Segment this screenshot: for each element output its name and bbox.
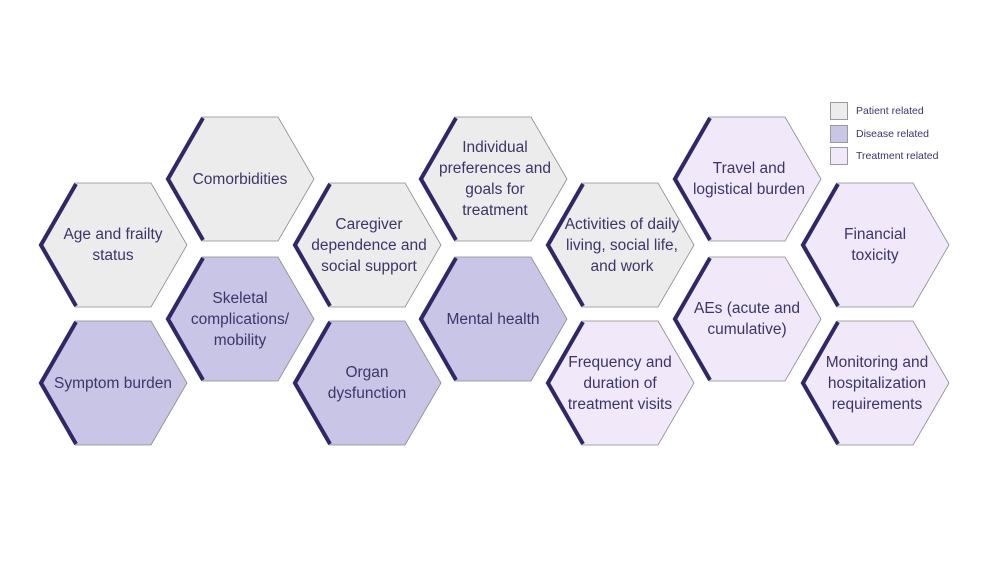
hexagon-accent-edge <box>800 321 840 445</box>
hexagon-accent-edge <box>165 257 205 381</box>
hexagon-mental-health: Mental health <box>418 256 568 382</box>
hexagon-shape <box>165 116 315 242</box>
hexagon-accent-edge <box>545 183 585 307</box>
hexagon-shape <box>800 320 950 446</box>
legend-label: Patient related <box>856 105 924 118</box>
hexagon-shape <box>672 116 822 242</box>
hexagon-shape <box>292 182 442 308</box>
hexagon-financial-toxicity: Financial toxicity <box>800 182 950 308</box>
legend: Patient related Disease related Treatmen… <box>830 100 938 168</box>
hexagon-shape <box>418 256 568 382</box>
hexagon-shape <box>545 182 695 308</box>
hexagon-shape <box>292 320 442 446</box>
hexagon-shape <box>672 256 822 382</box>
hexagon-accent-edge <box>165 117 205 241</box>
hexagon-individual-preferences: Individual preferences and goals for tre… <box>418 116 568 242</box>
hexagon-shape <box>418 116 568 242</box>
hexagon-activities: Activities of daily living, social life,… <box>545 182 695 308</box>
hexagon-comorbidities: Comorbidities <box>165 116 315 242</box>
hexagon-accent-edge <box>672 117 712 241</box>
hexagon-label: Financial toxicity <box>843 226 907 264</box>
hexagon-accent-edge <box>38 183 78 307</box>
hexagon-shape <box>800 182 950 308</box>
hexagon-label: Age and frailty status <box>63 226 163 264</box>
hexagon-label: Symptom burden <box>53 374 173 392</box>
legend-item-treatment: Treatment related <box>830 145 938 168</box>
hexagon-accent-edge <box>800 183 840 307</box>
hexagon-caregiver: Caregiver dependence and social support <box>292 182 442 308</box>
legend-swatch-patient <box>830 102 848 121</box>
hexagon-monitoring-hospitalization: Monitoring and hospitalization requireme… <box>800 320 950 446</box>
hexagon-label: Frequency and duration of treatment visi… <box>567 353 673 413</box>
hexagon-age-frailty: Age and frailty status <box>38 182 188 308</box>
hexagon-travel-logistical: Travel and logistical burden <box>672 116 822 242</box>
hexagon-shape <box>165 256 315 382</box>
hexagon-skeletal-complications: Skeletal complications/ mobility <box>165 256 315 382</box>
hexagon-symptom-burden: Symptom burden <box>38 320 188 446</box>
legend-label: Disease related <box>856 127 929 140</box>
hexagon-frequency-duration: Frequency and duration of treatment visi… <box>545 320 695 446</box>
hexagon-accent-edge <box>418 117 458 241</box>
hexagon-label: Monitoring and hospitalization requireme… <box>825 353 929 413</box>
legend-swatch-treatment <box>830 147 848 166</box>
hexagon-accent-edge <box>292 183 332 307</box>
hexagon-label: AEs (acute and cumulative) <box>694 300 800 338</box>
hexagon-shape <box>38 320 188 446</box>
hexagon-label: Caregiver dependence and social support <box>311 215 427 275</box>
legend-item-patient: Patient related <box>830 100 938 123</box>
hexagon-label: Travel and logistical burden <box>692 160 805 198</box>
legend-label: Treatment related <box>856 150 939 163</box>
legend-swatch-disease <box>830 124 848 143</box>
hexagon-adverse-events: AEs (acute and cumulative) <box>672 256 822 382</box>
hexagon-label: Individual preferences and goals for tre… <box>438 139 552 219</box>
hexagon-label: Activities of daily living, social life,… <box>564 215 680 275</box>
hexagon-accent-edge <box>292 321 332 445</box>
hexagon-accent-edge <box>418 257 458 381</box>
hexagon-shape <box>545 320 695 446</box>
hexagon-label: Organ dysfunction <box>327 364 407 402</box>
hexagon-accent-edge <box>545 321 585 445</box>
legend-item-disease: Disease related <box>830 123 938 146</box>
hexagon-organ-dysfunction: Organ dysfunction <box>292 320 442 446</box>
hexagon-label: Comorbidities <box>192 170 288 188</box>
hexagon-label: Skeletal complications/ mobility <box>190 289 290 349</box>
hexagon-shape <box>38 182 188 308</box>
hexagon-label: Mental health <box>446 310 540 328</box>
hexagon-accent-edge <box>672 257 712 381</box>
hexagon-accent-edge <box>38 321 78 445</box>
